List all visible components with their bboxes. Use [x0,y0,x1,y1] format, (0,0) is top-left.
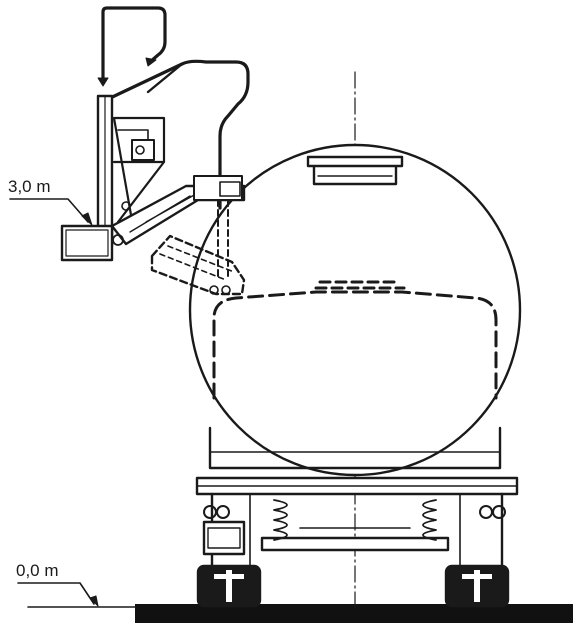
right-wheels [444,564,510,608]
platform-deck [60,224,114,262]
number-plate [202,520,246,556]
left-tail-lights [203,505,230,519]
upper-level-arrowhead [81,212,93,226]
lowered-gangway [150,234,246,296]
manhole-lid [306,155,404,168]
ground-slab [135,604,573,623]
gantry-pipe [101,6,167,84]
right-spring [422,499,437,541]
axle-beam [260,536,450,552]
upper-level-leader [9,198,89,223]
ground-level-label: 0,0 m [16,561,59,580]
right-tail-lights [479,505,506,519]
ground-level-leader [17,582,95,605]
loading-arm [110,184,246,246]
handrail [104,59,250,210]
left-spring [273,499,288,541]
left-wheels [196,564,262,608]
tank-shell [188,143,522,477]
chassis-frame [208,426,502,470]
tank-inner-dashed-outline [212,290,498,400]
ground-level-arrowhead [89,595,99,607]
loading-platform [60,6,250,296]
upper-level-label: 3,0 m [8,177,51,196]
